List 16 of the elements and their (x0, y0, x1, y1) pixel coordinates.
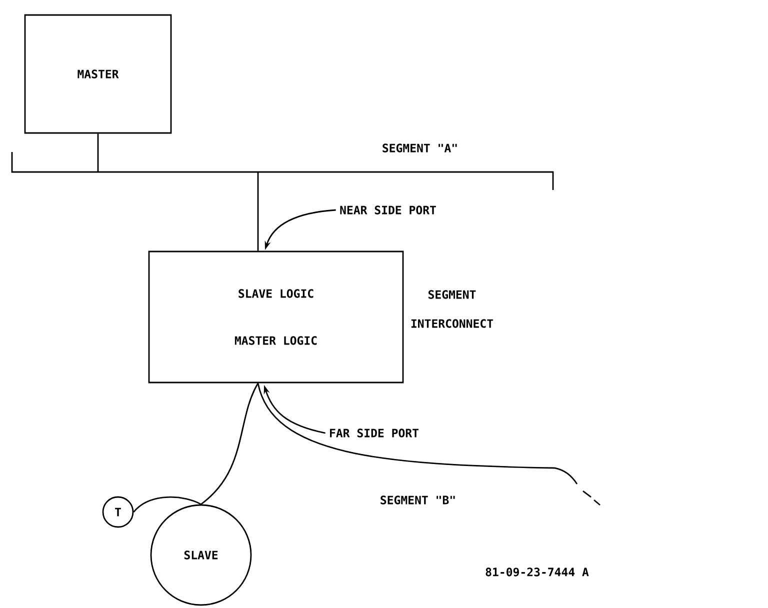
bus-line (11, 152, 554, 190)
circle-node: T (102, 496, 134, 528)
drawing-number: 81-09-23-7444 A (486, 568, 589, 576)
segment-label: SEGMENT "B" (380, 496, 455, 504)
connector-line (200, 382, 259, 505)
master-box: MASTER (24, 14, 172, 134)
connector-line (257, 172, 259, 251)
port-label: FAR SIDE PORT (330, 428, 418, 438)
connector-line (133, 496, 202, 512)
port-label: NEAR SIDE PORT (340, 206, 436, 214)
connector-line (257, 382, 601, 506)
side-label: SEGMENT INTERCONNECT (411, 290, 494, 328)
connector-line (97, 134, 99, 172)
circle-node: SLAVE (150, 504, 252, 606)
segment-label: SEGMENT "A" (382, 144, 457, 152)
interconnect-box: SLAVE LOGIC MASTER LOGIC (148, 250, 404, 384)
